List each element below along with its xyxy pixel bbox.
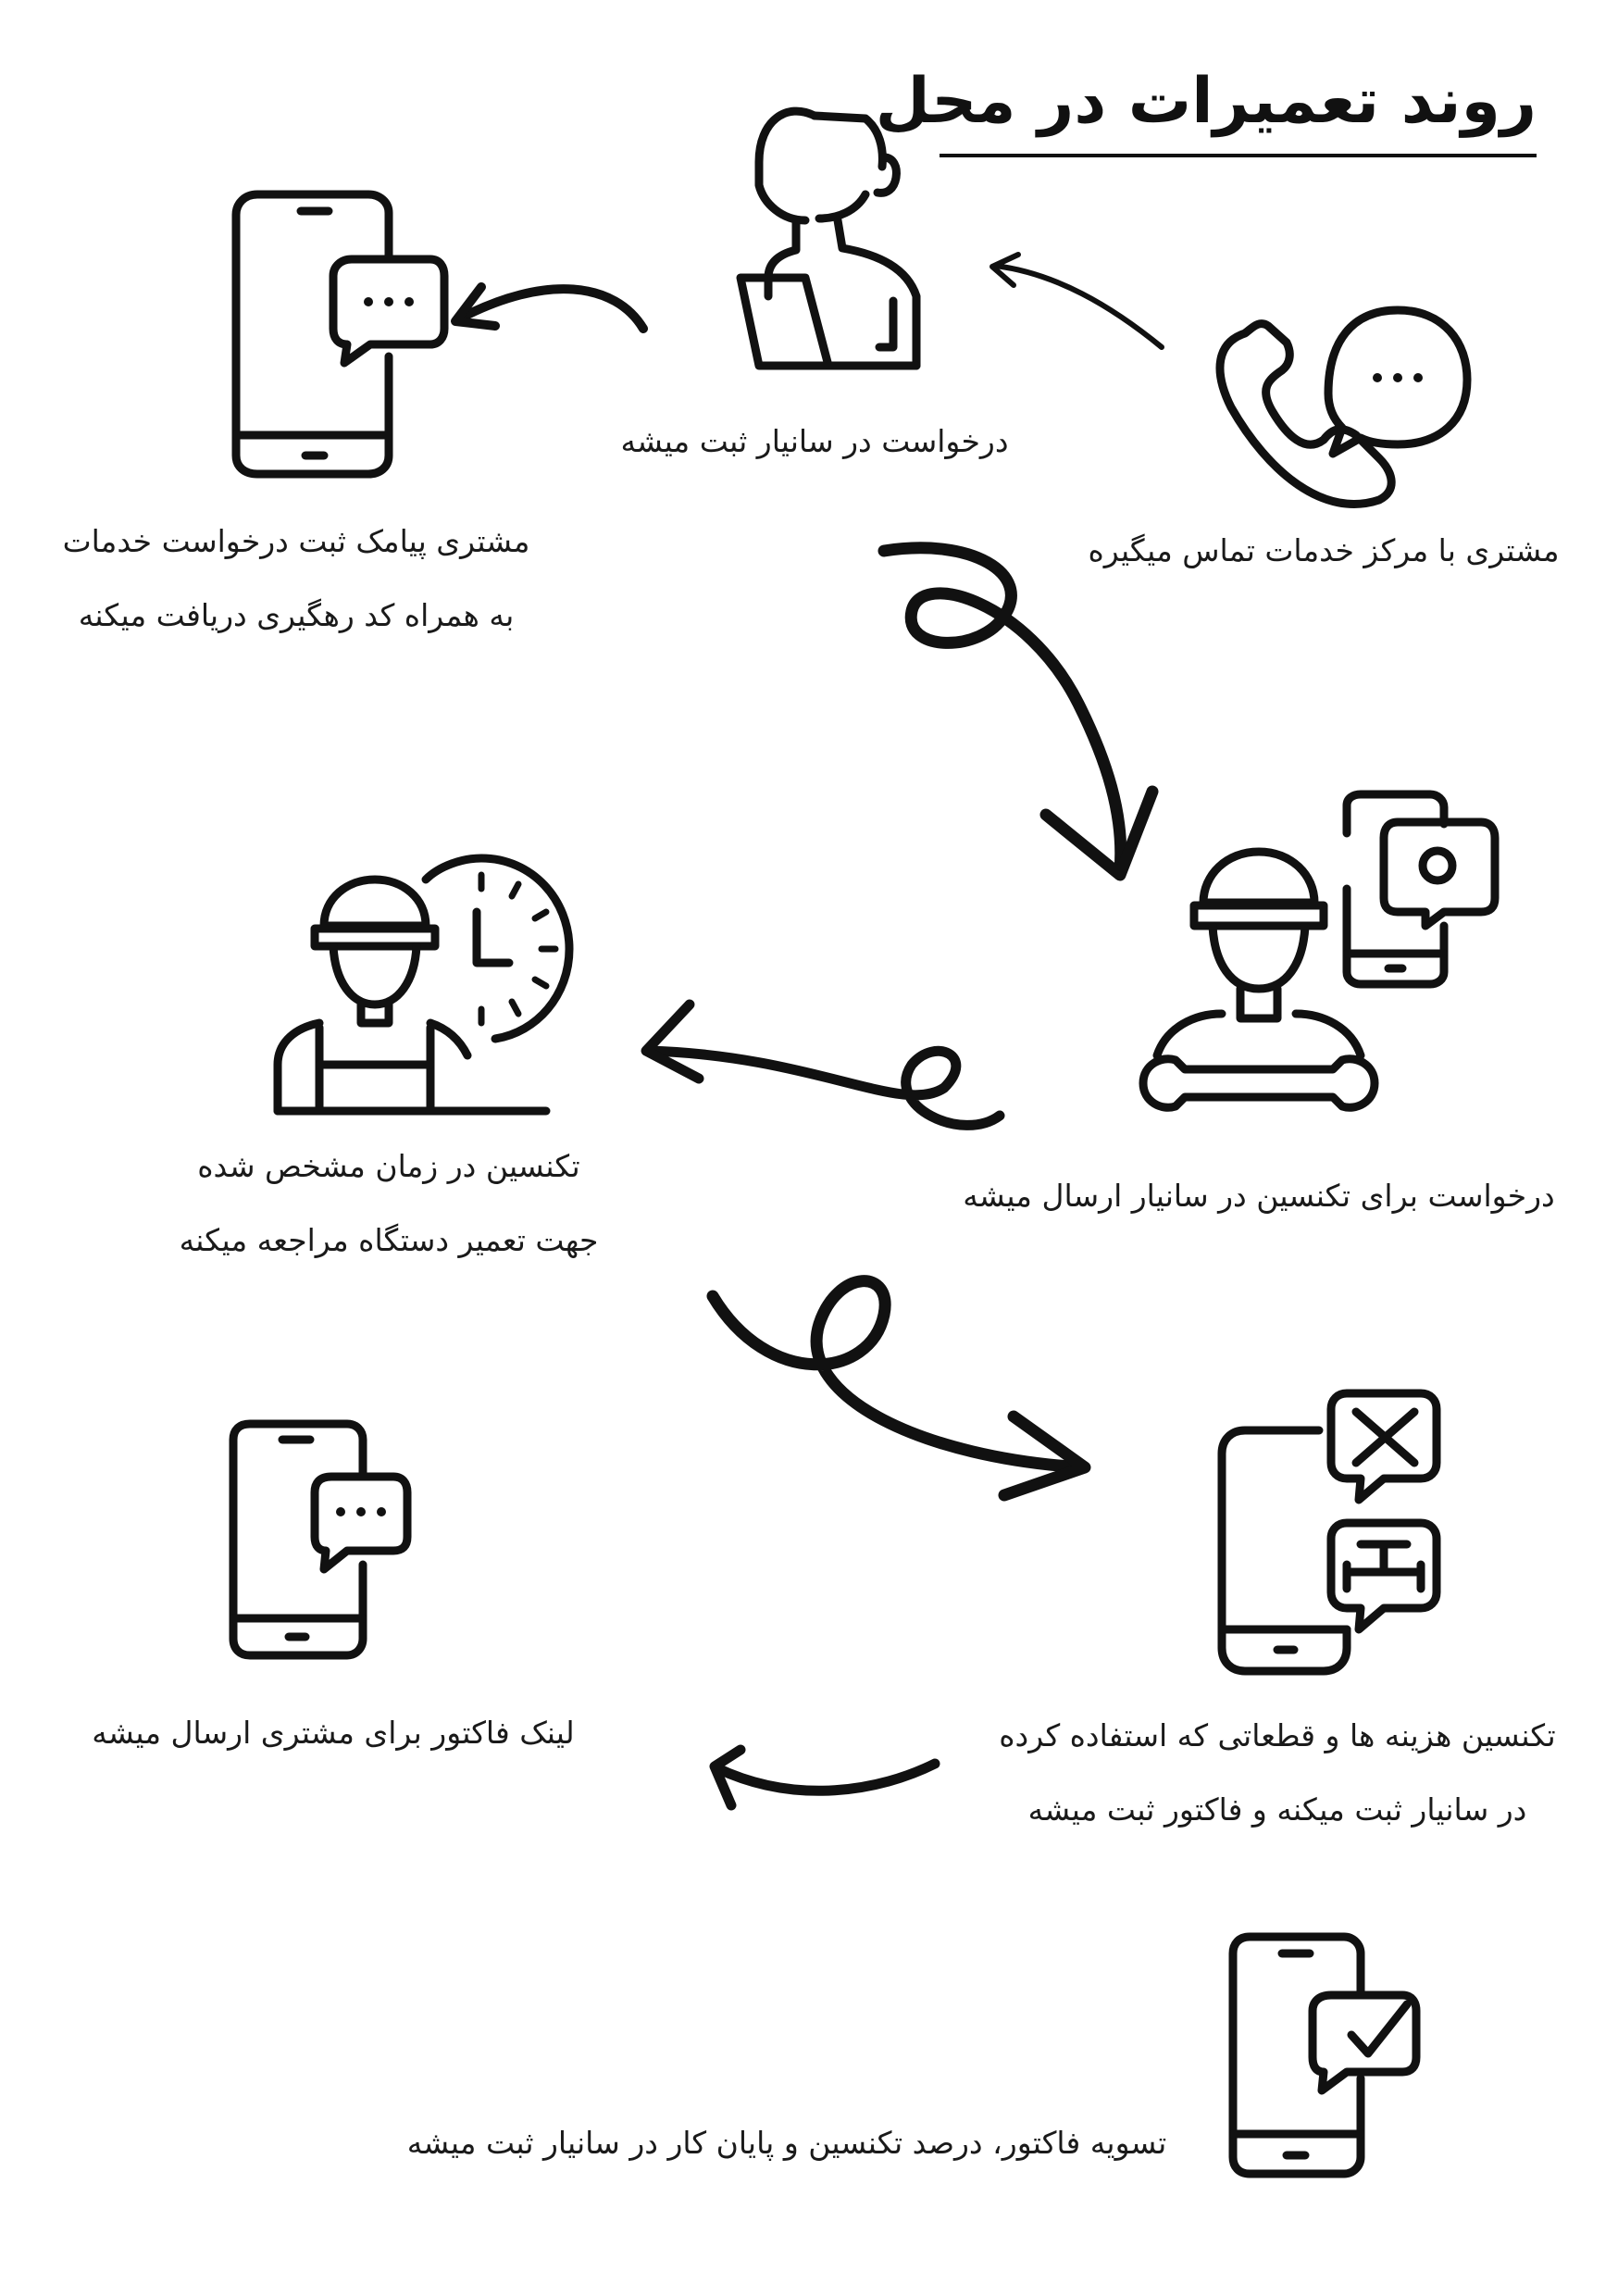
arrow-loop-to-technician-head	[1039, 785, 1159, 881]
arrow-invoice-to-link-head	[709, 1744, 746, 1811]
arrow-technician-to-visit-head	[641, 999, 704, 1084]
phone-tools-parts-icon	[1217, 1389, 1441, 1676]
smartphone-message-icon	[231, 190, 449, 479]
phone-chat-icon	[1215, 306, 1472, 508]
step-4-line-1: درخواست برای تکنسین در سانیار ارسال میشه	[963, 1178, 1555, 1214]
step-5-label: تکنسین در زمان مشخص شده جهت تعمیر دستگاه…	[130, 1129, 648, 1278]
step-3-label: مشتری پیامک ثبت درخواست خدمات به همراه ک…	[19, 505, 574, 653]
step-3-line-2: به همراه کد رهگیری دریافت میکنه	[78, 597, 515, 633]
step-5-line-1: تکنسین در زمان مشخص شده	[197, 1148, 580, 1184]
step-6-label: تکنسین هزینه ها و قطعاتی که استفاده کرده…	[944, 1699, 1611, 1847]
step-8-line-1: تسویه فاکتور، درصد تکنسین و پایان کار در…	[406, 2125, 1167, 2161]
arrow-call-to-operator	[992, 263, 1164, 350]
arrow-operator-to-sms	[454, 284, 648, 333]
step-3-line-1: مشتری پیامک ثبت درخواست خدمات	[62, 523, 530, 559]
arrow-loop-to-technician	[877, 542, 1127, 877]
step-7-line-1: لینک فاکتور برای مشتری ارسال میشه	[92, 1715, 575, 1751]
arrow-loop-to-invoice	[706, 1275, 1089, 1474]
step-6-line-1: تکنسین هزینه ها و قطعاتی که استفاده کرده	[999, 1717, 1556, 1753]
technician-phone-icon	[1139, 790, 1500, 1112]
title-underline	[940, 154, 1537, 157]
arrow-operator-to-sms-head	[451, 282, 500, 331]
step-2-line-1: درخواست در سانیار ثبت میشه	[620, 423, 1009, 459]
step-2-label: درخواست در سانیار ثبت میشه	[574, 405, 1055, 479]
step-1-label: مشتری با مرکز خدمات تماس میگیره	[1055, 514, 1592, 588]
step-6-line-2: در سانیار ثبت میکنه و فاکتور ثبت میشه	[1027, 1791, 1527, 1828]
smartphone-check-icon	[1228, 1932, 1421, 2178]
arrow-loop-to-invoice-head	[998, 1410, 1091, 1502]
arrow-technician-to-visit	[642, 1045, 1005, 1130]
step-4-label: درخواست برای تکنسین در سانیار ارسال میشه	[926, 1159, 1592, 1233]
arrow-invoice-to-link	[712, 1758, 940, 1796]
arrow-call-to-operator-head	[989, 252, 1021, 288]
step-1-line-1: مشتری با مرکز خدمات تماس میگیره	[1088, 532, 1560, 568]
technician-clock-icon	[273, 854, 574, 1116]
step-7-label: لینک فاکتور برای مشتری ارسال میشه	[56, 1696, 611, 1770]
operator-laptop-icon	[736, 106, 921, 370]
step-5-line-2: جهت تعمیر دستگاه مراجعه میکنه	[179, 1222, 599, 1258]
page-title: روند تعمیرات در محل	[875, 65, 1537, 138]
smartphone-message-icon	[229, 1419, 412, 1660]
step-8-label: تسویه فاکتور، درصد تکنسین و پایان کار در…	[352, 2106, 1222, 2180]
